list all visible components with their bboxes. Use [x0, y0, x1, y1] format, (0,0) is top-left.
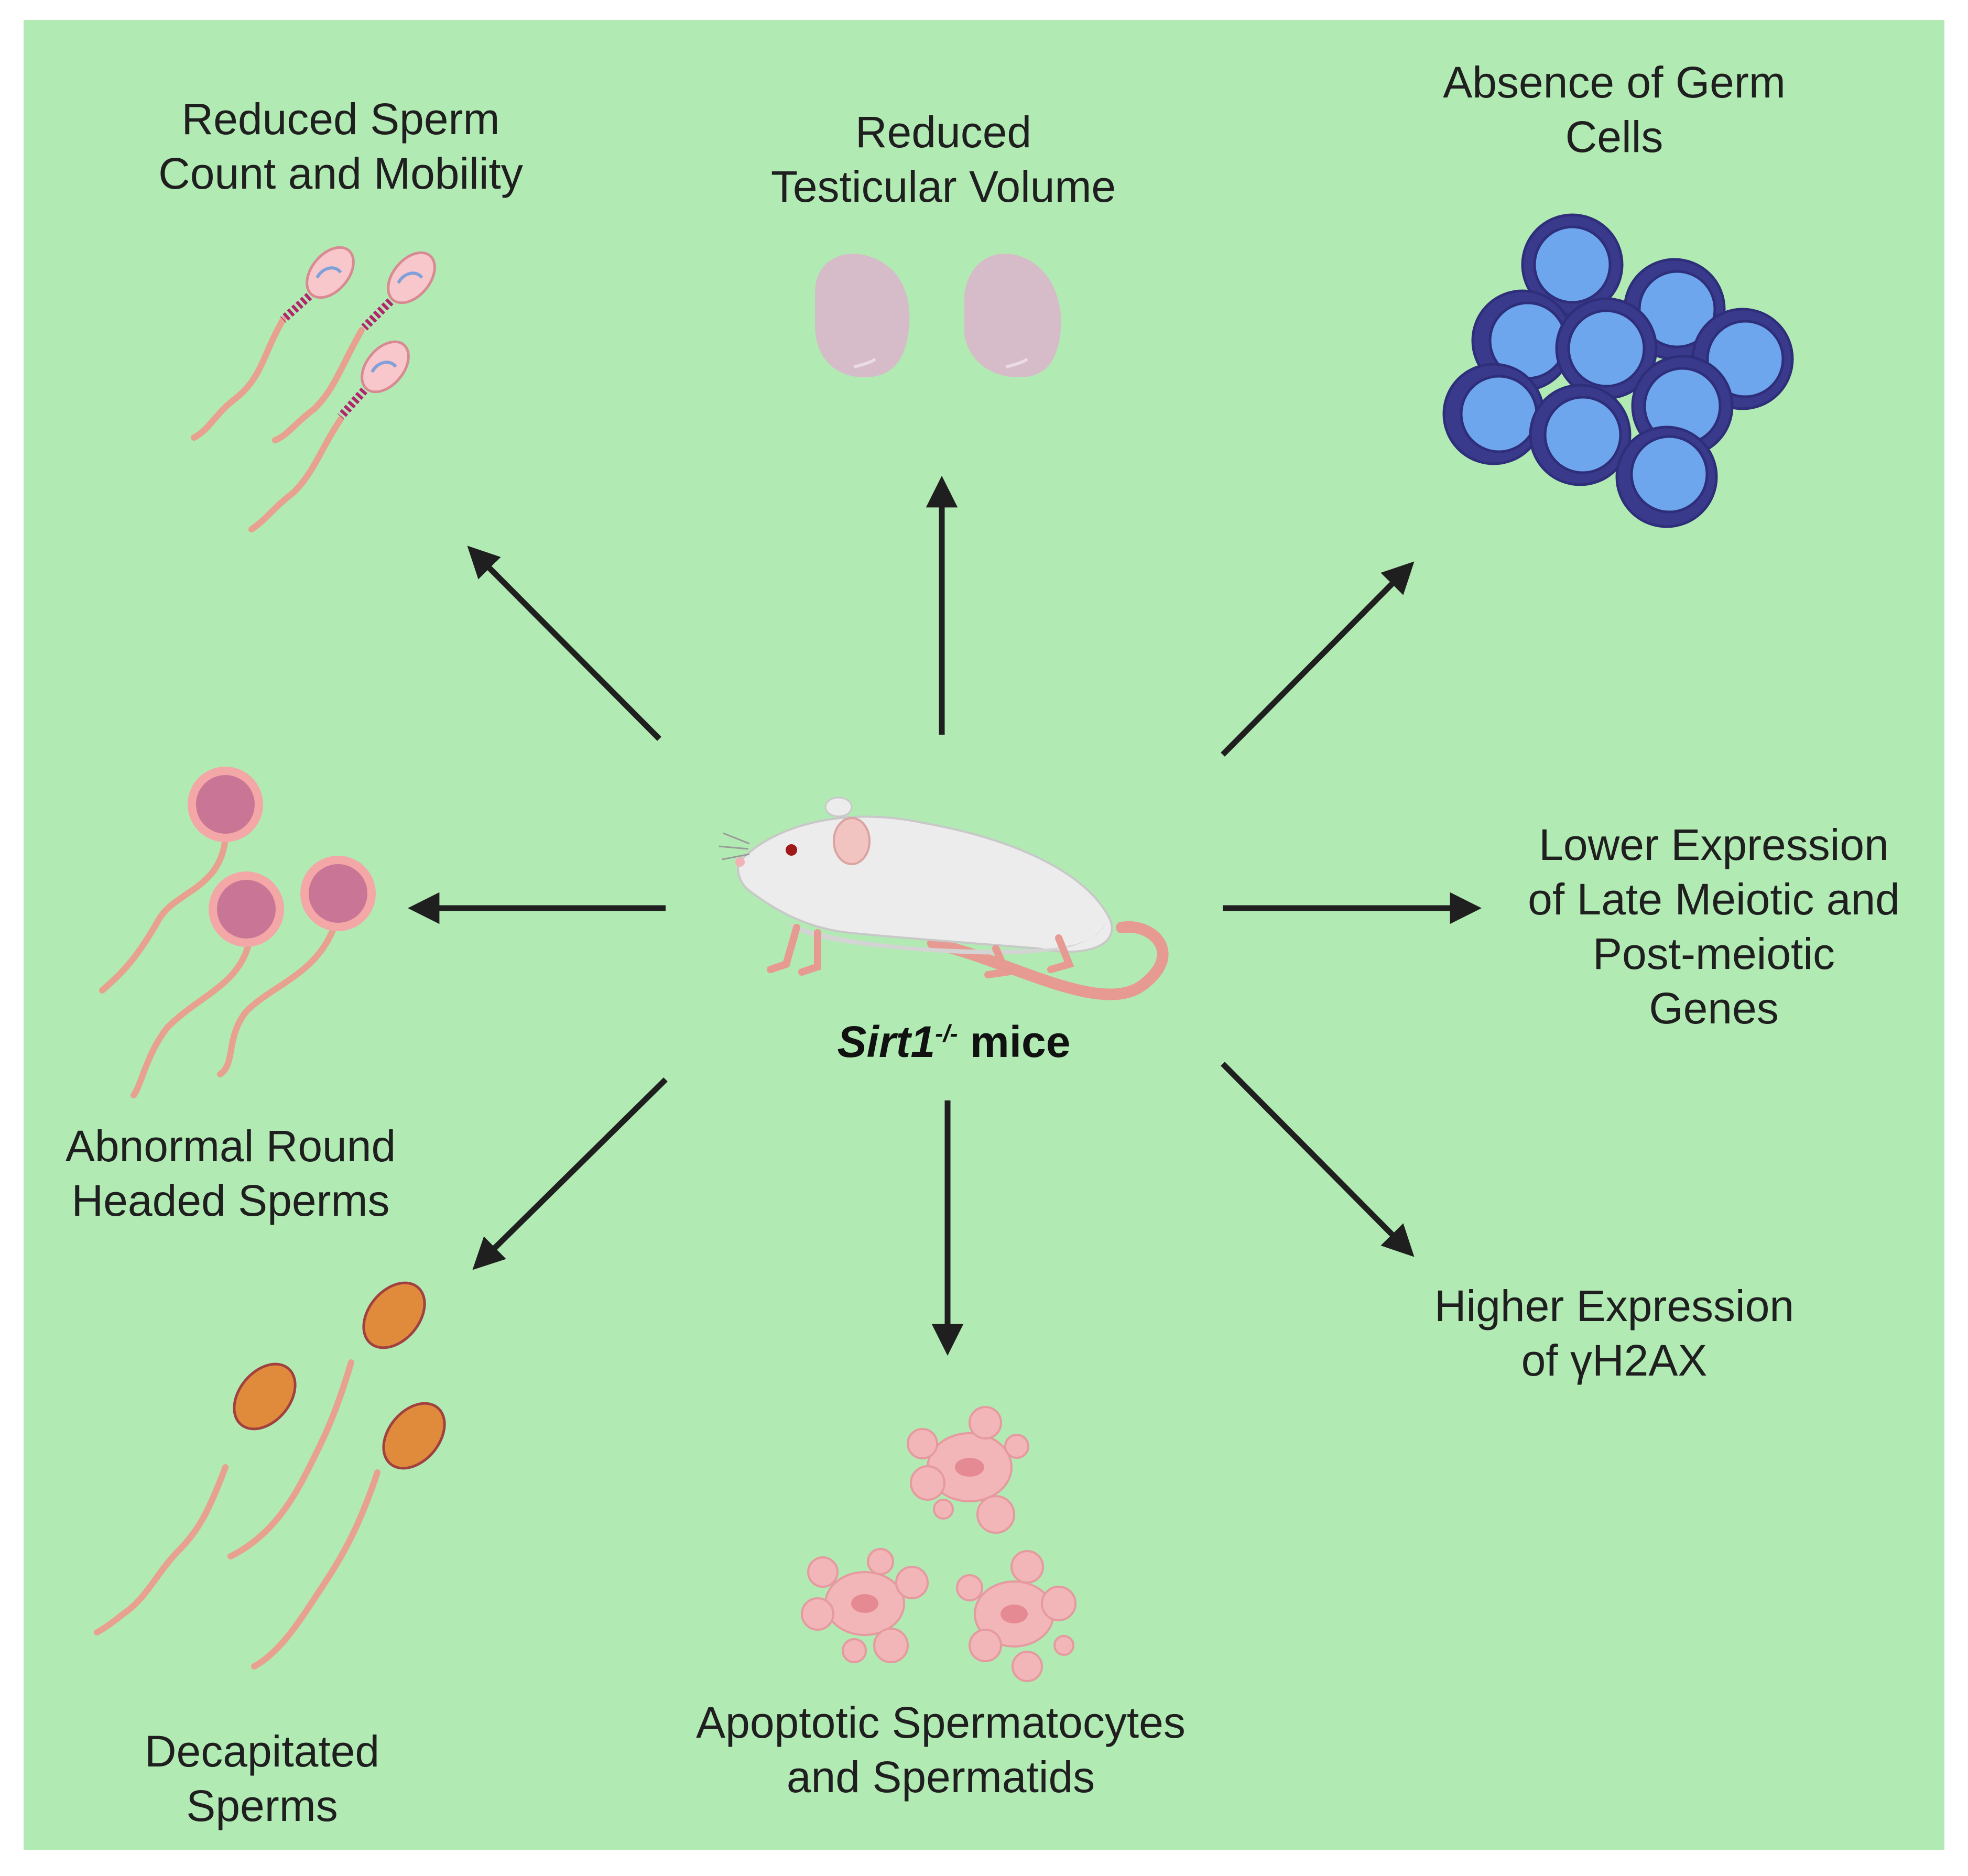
germ-cells-icon	[1442, 213, 1794, 528]
label-reduced-testicular-volume: Reduced Testicular Volume	[770, 107, 1116, 211]
label-higher-expression: Higher Expression of γH2AX	[1434, 1281, 1795, 1385]
label-apoptotic: Apoptotic Spermatocytes and Spermatids	[696, 1698, 1186, 1802]
label-decapitated-sperms: Decapitated Sperms	[144, 1727, 380, 1830]
label-reduced-sperm: Reduced Sperm Count and Mobility	[158, 94, 523, 198]
sperm-icon	[191, 246, 436, 532]
label-absence-germ-cells: Absence of Germ Cells	[1443, 58, 1786, 161]
arrow-up-right	[1221, 561, 1415, 757]
decapitated-sperm-icon	[94, 1281, 446, 1670]
label-round-headed-sperms: Abnormal Round Headed Sperms	[65, 1121, 396, 1225]
testis-icon	[815, 254, 1061, 377]
gene-name: Sirt1	[837, 1017, 936, 1066]
genotype: -/-	[935, 1020, 958, 1047]
mouse-icon	[719, 797, 1169, 1000]
label-lower-expression: Lower Expression of Late Meiotic and Pos…	[1528, 820, 1900, 1033]
arrow-down-right	[1221, 1062, 1415, 1257]
arrow-down-left	[472, 1077, 668, 1270]
center-suffix: mice	[958, 1017, 1071, 1066]
arrow-up-left	[467, 546, 661, 741]
round-headed-sperm-icon	[99, 767, 376, 1098]
apoptotic-cells-icon	[801, 1406, 1077, 1682]
center-label: Sirt1-/- mice	[807, 1017, 1101, 1067]
arrows	[407, 475, 1482, 1356]
